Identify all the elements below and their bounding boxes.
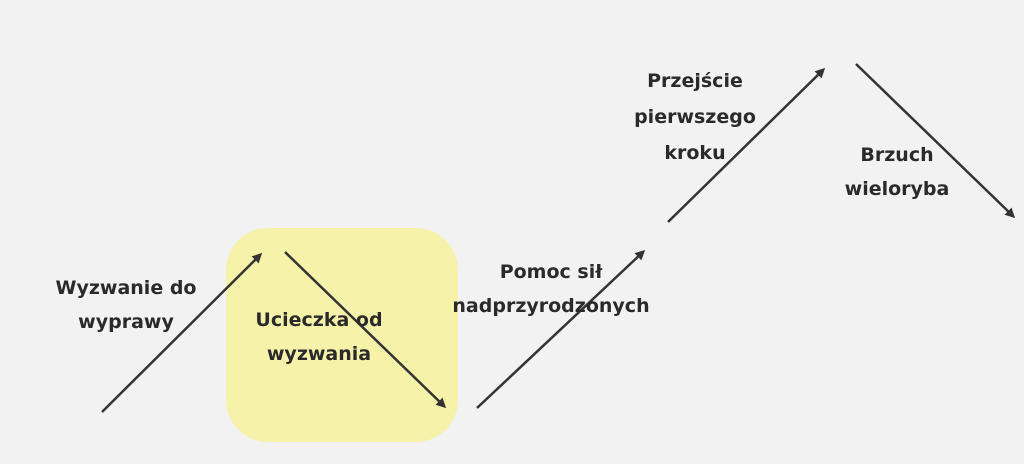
stage-label-belly-of-whale: Brzuch wieloryba (845, 138, 950, 206)
label-line: Brzuch (860, 144, 934, 166)
arrow-down-1 (284, 251, 447, 409)
label-line: wyzwania (266, 343, 372, 365)
highlight-box (226, 228, 458, 442)
label-line: Przejście (647, 70, 743, 92)
label-line: kroku (664, 142, 726, 164)
stage-label-first-threshold: Przejście pierwszego kroku (634, 63, 756, 171)
stage-label-call-to-adventure: Wyzwanie do wyprawy (56, 271, 197, 339)
label-line: Ucieczka od (255, 309, 383, 331)
stage-label-supernatural-aid: Pomoc sił nadprzyrodzonych (452, 255, 649, 323)
stage-label-refusal: Ucieczka od wyzwania (255, 303, 382, 371)
label-line: Pomoc sił (499, 261, 603, 283)
arrow-up-1 (101, 252, 263, 413)
arrow-up-3 (667, 67, 826, 223)
arrow-down-2 (855, 63, 1016, 219)
label-line: nadprzyrodzonych (452, 295, 650, 317)
arrow-up-2 (476, 249, 646, 409)
label-line: Wyzwanie do (55, 277, 197, 299)
label-line: pierwszego (634, 106, 756, 128)
label-line: wieloryba (844, 178, 950, 200)
label-line: wyprawy (78, 311, 174, 333)
